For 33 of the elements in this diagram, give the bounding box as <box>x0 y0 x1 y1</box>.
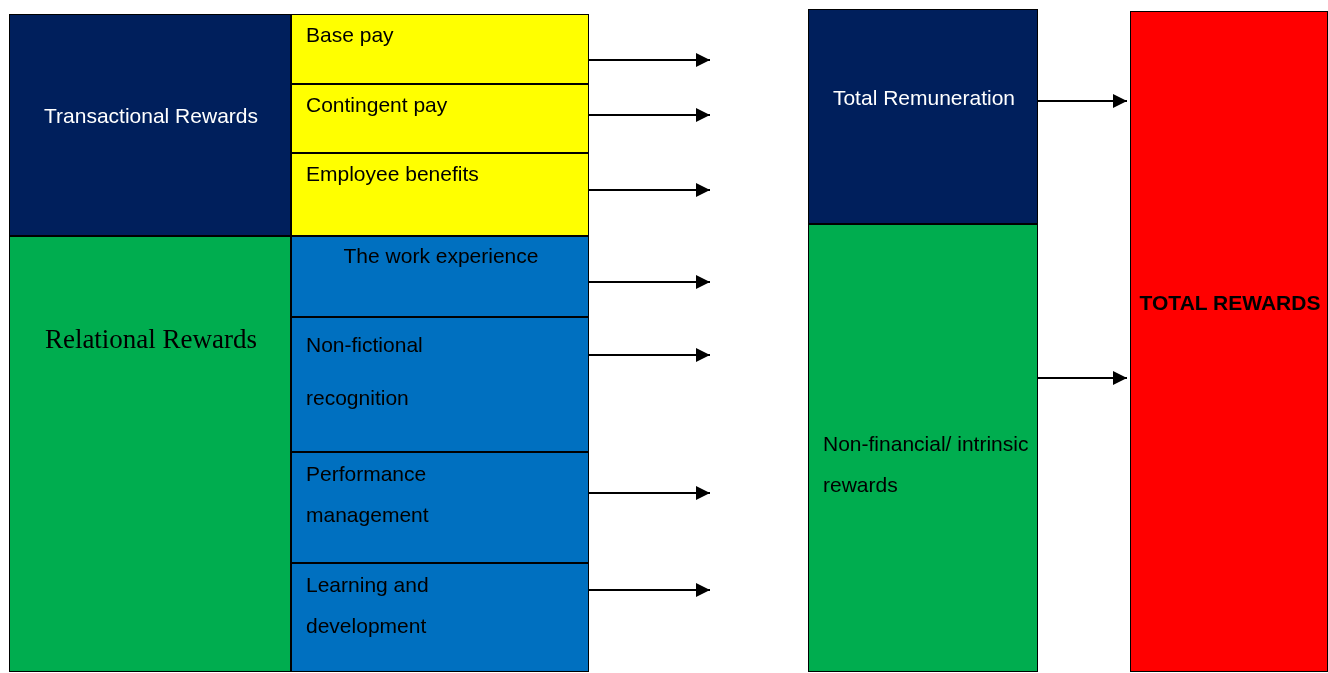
box-label: Transactional Rewards <box>43 103 259 129</box>
box-label: Total Remuneration <box>831 85 1017 111</box>
box-label: Non-financial/ intrinsic rewards <box>823 431 1030 498</box>
reward-box <box>291 452 589 563</box>
arrow <box>588 275 711 289</box>
reward-box <box>291 563 589 672</box>
box-label: Employee benefits <box>306 161 480 187</box>
reward-box <box>291 236 589 317</box>
arrow <box>1037 371 1128 385</box>
arrow <box>588 486 711 500</box>
reward-box <box>9 14 291 236</box>
box-label: TOTAL REWARDS <box>1138 290 1322 316</box>
arrow <box>588 108 711 122</box>
box-label: Base pay <box>306 22 395 48</box>
reward-box <box>291 84 589 153</box>
reward-box <box>291 317 589 452</box>
box-label: Performance management <box>306 461 430 528</box>
box-label: Contingent pay <box>306 92 449 118</box>
box-label: Non-fictional recognition <box>306 332 424 411</box>
arrow <box>1037 94 1128 108</box>
arrow <box>588 53 711 67</box>
arrow <box>588 183 711 197</box>
reward-box <box>1130 11 1328 672</box>
box-label: Relational Rewards <box>43 323 259 356</box>
reward-box <box>808 224 1038 672</box>
box-label: The work experience <box>342 243 540 269</box>
arrow <box>588 348 711 362</box>
reward-box <box>808 9 1038 224</box>
reward-box <box>291 153 589 236</box>
arrow <box>588 583 711 597</box>
box-label: Learning and development <box>306 572 430 639</box>
reward-box <box>9 236 291 672</box>
reward-box <box>291 14 589 84</box>
